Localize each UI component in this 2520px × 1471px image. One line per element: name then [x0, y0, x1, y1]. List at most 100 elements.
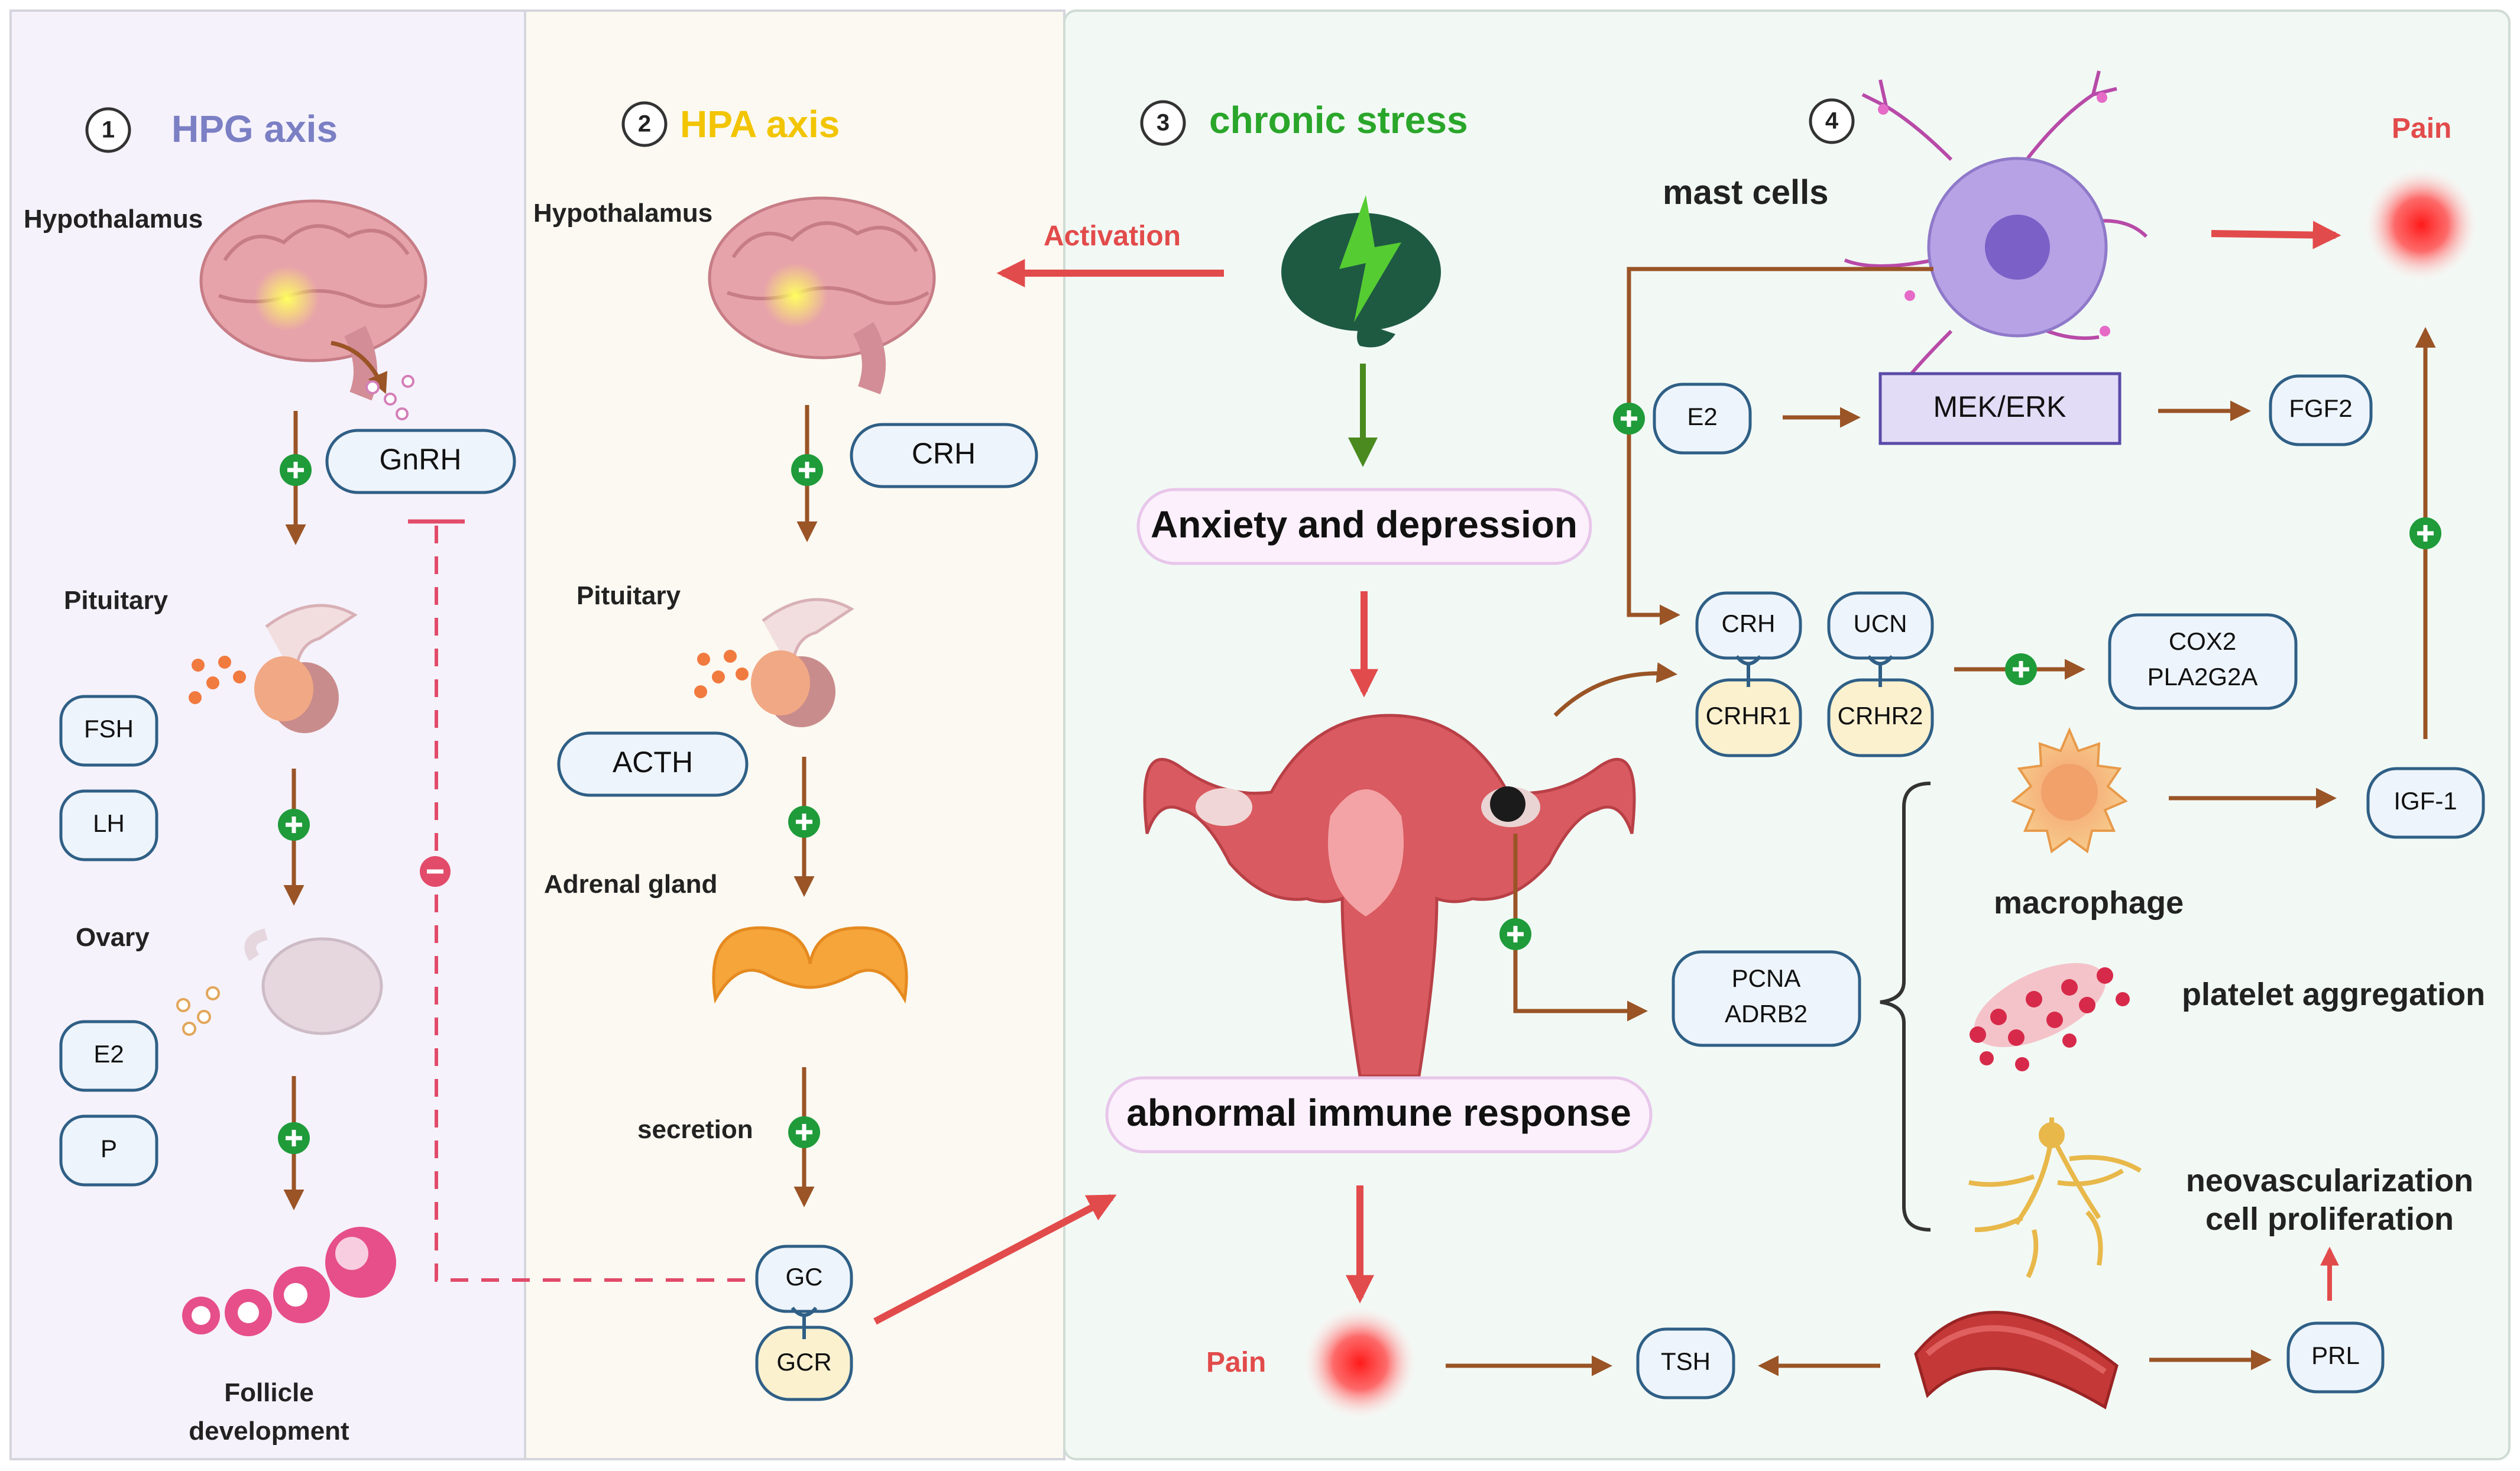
hpa-hypothalamus-label: Hypothalamus — [533, 199, 712, 228]
hpg-number-badge — [85, 107, 131, 153]
ovary-icon — [176, 928, 383, 1036]
fgf2-label: FGF2 — [2289, 394, 2352, 422]
hpg-number: 1 — [102, 117, 115, 143]
adrenal-label: Adrenal gland — [544, 870, 717, 899]
receptor-binding-icon — [1735, 655, 1762, 687]
immune-response-pill — [1105, 1076, 1653, 1154]
stressed-brain-icon — [1281, 195, 1441, 348]
hpa-crh-label: CRH — [912, 437, 976, 470]
mast-branch-line — [1627, 267, 1933, 626]
crhr1-label: CRHR1 — [1706, 702, 1792, 730]
follicle-label-2: development — [189, 1417, 349, 1446]
igf1-box — [2366, 767, 2485, 839]
hpg-ovary-label: Ovary — [76, 923, 150, 952]
igf1-label: IGF-1 — [2393, 787, 2457, 815]
mast-number-badge — [1809, 98, 1855, 144]
follicle-label-1: Follicle — [224, 1378, 314, 1407]
platelet-icon — [1970, 963, 2130, 1071]
inhibition-line — [435, 521, 745, 1282]
adrenal-gland-icon — [712, 926, 908, 1004]
pain-icon — [2362, 166, 2480, 284]
acth-label: ACTH — [613, 746, 693, 779]
lh-box — [59, 789, 158, 861]
secretion-label: secretion — [637, 1115, 753, 1144]
gc-label: GC — [786, 1263, 823, 1291]
mast-to-pain-arrow — [2211, 221, 2341, 250]
e2-box-right — [1653, 383, 1752, 455]
plus-icon — [2005, 653, 2037, 685]
p-box — [59, 1114, 158, 1187]
macrophage-label: macrophage — [1994, 885, 2184, 921]
acth-box — [557, 731, 749, 797]
plus-icon — [1499, 918, 1531, 950]
receptor-binding-icon — [791, 1307, 818, 1339]
prl-label: PRL — [2311, 1342, 2360, 1369]
neovascularization-icon — [1968, 1117, 2142, 1278]
right-e2-label: E2 — [1687, 403, 1717, 430]
pain-label-bottom: Pain — [1206, 1347, 1266, 1378]
blood-vessel-icon — [1914, 1311, 2119, 1410]
brain-icon — [708, 196, 936, 394]
plus-icon — [788, 806, 820, 838]
pcna-box — [1672, 950, 1861, 1047]
fsh-label: FSH — [84, 715, 134, 743]
plus-icon — [788, 1116, 820, 1148]
anxiety-pill — [1136, 488, 1592, 565]
plus-icon — [2409, 517, 2441, 549]
pla2g2a-label: PLA2G2A — [2147, 663, 2258, 691]
cox2-label: COX2 — [2169, 627, 2236, 655]
receptor-binding-icon — [1867, 655, 1894, 687]
mast-number: 4 — [1825, 108, 1839, 134]
mekerk-label: MEK/ERK — [1933, 390, 2066, 423]
immune-response-label: abnormal immune response — [1126, 1091, 1631, 1134]
pituitary-icon — [694, 598, 854, 727]
pain-label-top: Pain — [2392, 113, 2451, 144]
hpg-e2-label: E2 — [93, 1040, 124, 1068]
platelet-label: platelet aggregation — [2182, 977, 2485, 1012]
stress-number: 3 — [1157, 110, 1170, 136]
gnrh-label: GnRH — [380, 443, 462, 476]
tsh-label: TSH — [1661, 1347, 1711, 1375]
ucn-box — [1827, 591, 1934, 660]
fsh-box — [59, 695, 158, 767]
plus-icon — [791, 454, 823, 486]
release-arrow — [331, 341, 388, 394]
plus-icon — [278, 1122, 310, 1154]
plus-icon — [280, 454, 312, 486]
neovascularization-label: neovascularization — [2186, 1163, 2473, 1198]
hpa-title: HPA axis — [680, 103, 840, 145]
hpg-title: HPG axis — [171, 108, 338, 150]
hpg-hypothalamus-label: Hypothalamus — [24, 205, 203, 234]
crh-box-right — [1695, 591, 1802, 660]
fgf2-box — [2269, 374, 2373, 446]
gnrh-box — [325, 429, 516, 494]
brain-icon — [199, 199, 427, 401]
gc-to-immune-arrow — [873, 1194, 1117, 1325]
hpa-number: 2 — [638, 111, 651, 137]
uterus-icon — [1143, 714, 1636, 1078]
uterus-to-crh-arrow — [1553, 662, 1677, 717]
activation-label: Activation — [1044, 221, 1181, 252]
lh-label: LH — [93, 809, 125, 837]
gcr-label: GCR — [776, 1348, 831, 1376]
plus-icon — [278, 809, 310, 841]
uterus-to-pcna-arrow — [1513, 834, 1648, 1022]
ucn-label: UCN — [1854, 610, 1907, 637]
adrb2-label: ADRB2 — [1725, 1000, 1808, 1028]
cell-proliferation-label: cell proliferation — [2205, 1201, 2454, 1237]
pcna-label: PCNA — [1732, 964, 1801, 992]
stress-title: chronic stress — [1209, 99, 1468, 141]
minus-icon — [420, 856, 451, 887]
stress-number-badge — [1140, 100, 1186, 146]
pain-icon — [1301, 1304, 1419, 1422]
mast-cells-label: mast cells — [1663, 173, 1829, 212]
hpg-pituitary-label: Pituitary — [64, 586, 169, 615]
right-crh-label: CRH — [1722, 610, 1776, 637]
follicle-icon — [182, 1227, 396, 1336]
prl-box — [2286, 1321, 2385, 1394]
mekerk-box — [1878, 372, 2121, 445]
cox2-box — [2108, 613, 2298, 710]
gnrh-particles — [365, 375, 414, 420]
crhr2-label: CRHR2 — [1838, 702, 1923, 730]
plus-icon — [1613, 403, 1645, 435]
